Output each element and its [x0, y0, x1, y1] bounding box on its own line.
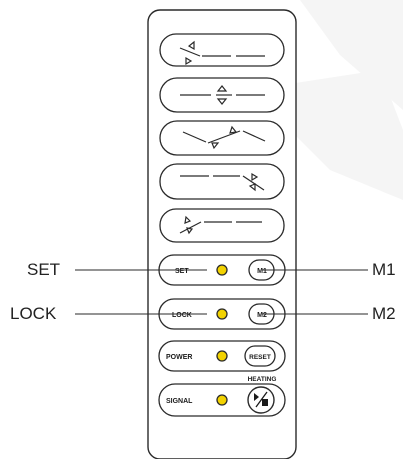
foot-tilt-button[interactable] — [159, 163, 285, 200]
function-row-signal: HEATING SIGNAL — [158, 376, 286, 417]
lock-label: LOCK — [172, 312, 192, 319]
callout-set: SET — [27, 260, 61, 279]
play-stop-icon — [254, 391, 268, 408]
leg-section-button[interactable] — [159, 208, 285, 243]
callout-m1: M1 — [372, 260, 396, 279]
reset-button-label: RESET — [249, 354, 271, 361]
power-led-indicator — [216, 350, 228, 362]
power-label: POWER — [166, 354, 192, 361]
leg-section-tilt-icon — [179, 215, 262, 235]
m2-button-label: M2 — [257, 312, 267, 319]
callout-leader-lines — [75, 269, 368, 315]
m1-button-label: M1 — [257, 268, 267, 275]
heating-label: HEATING — [248, 376, 277, 383]
foot-section-tilt-icon — [180, 172, 265, 192]
function-row-set: SET M1 — [158, 254, 286, 286]
head-section-tilt-icon — [179, 40, 265, 66]
head-tilt-button[interactable] — [159, 33, 285, 67]
reset-button[interactable] — [244, 345, 276, 367]
set-led-indicator — [216, 264, 228, 276]
back-section-raise-icon — [180, 85, 265, 105]
set-label: SET — [175, 268, 189, 275]
signal-led-indicator — [216, 394, 228, 406]
callout-lock: LOCK — [10, 304, 57, 323]
lock-led-indicator — [216, 308, 228, 320]
bed-raise-lower-icon — [182, 125, 266, 150]
function-row-power: POWER RESET — [158, 340, 286, 372]
callout-m2: M2 — [372, 304, 396, 323]
signal-label: SIGNAL — [166, 398, 193, 405]
